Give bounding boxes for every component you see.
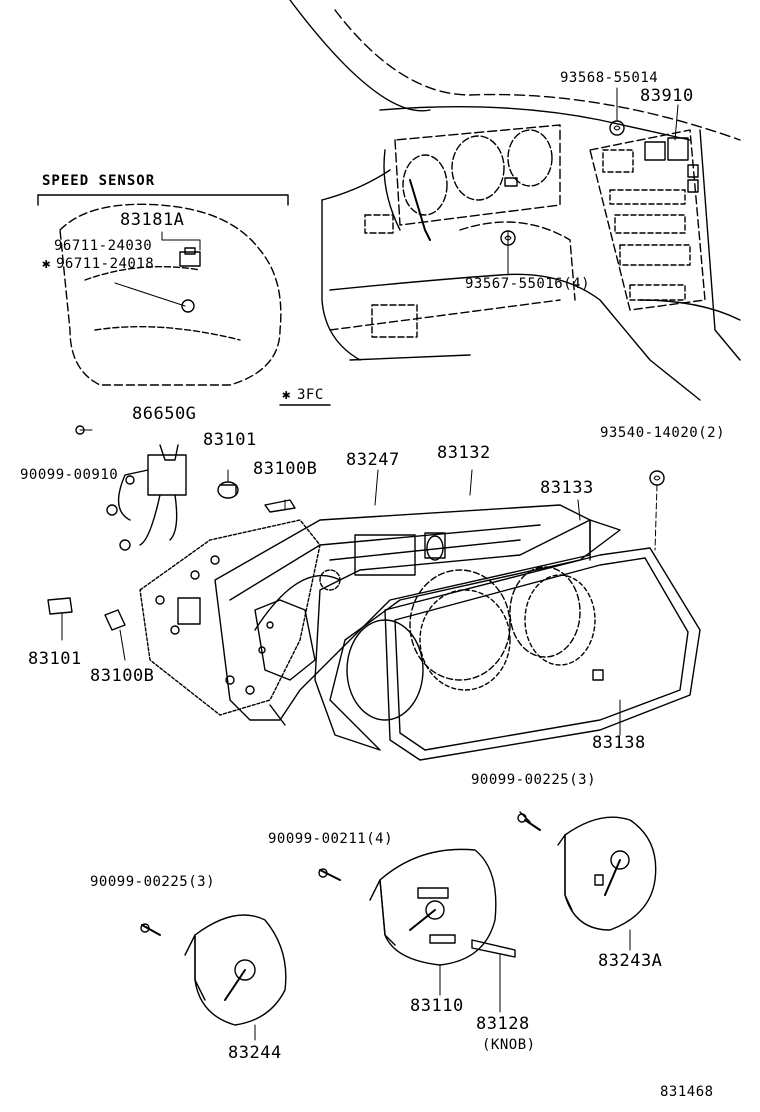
part-label-90099-00225-left: 90099-00225(3) (90, 874, 216, 890)
figure-id: 831468 (660, 1084, 714, 1100)
part-label-83244: 83244 (228, 1043, 282, 1063)
part-label-83101-top: 83101 (203, 430, 257, 450)
dashboard-illustration (289, 0, 741, 401)
part-label-86650g: 86650G (132, 404, 197, 424)
part-label-83181a: 83181A (120, 210, 185, 230)
knob-label: (KNOB) (482, 1037, 536, 1053)
small-parts (47, 425, 665, 661)
part-label-83910: 83910 (640, 86, 694, 106)
speed-sensor-box (37, 194, 331, 406)
part-label-90099-00910: 90099-00910 (20, 467, 119, 483)
part-label-83101-bottom: 83101 (28, 649, 82, 669)
speed-sensor-title: SPEED SENSOR (42, 173, 156, 189)
part-label-96711-24018: 96711-24018 (56, 256, 155, 272)
part-label-83128: 83128 (476, 1014, 530, 1034)
part-label-93567-55016: 93567-55016(4) (465, 276, 591, 292)
part-label-93568-55014: 93568-55014 (560, 70, 659, 86)
gauges (140, 811, 657, 1041)
part-label-90099-00211: 90099-00211(4) (268, 831, 394, 847)
asterisk-marker: ✱ (282, 387, 291, 403)
part-label-83110: 83110 (410, 996, 464, 1016)
part-label-96711-24030: 96711-24030 (54, 238, 153, 254)
part-label-83247: 83247 (346, 450, 400, 470)
part-label-83138: 83138 (592, 733, 646, 753)
part-label-83243a: 83243A (598, 951, 663, 971)
part-label-83132: 83132 (437, 443, 491, 463)
part-label-83100b-bottom: 83100B (90, 666, 155, 686)
part-label-83133: 83133 (540, 478, 594, 498)
part-label-83100b-top: 83100B (253, 459, 318, 479)
asterisk-marker: ✱ (42, 256, 51, 272)
footnote-3fc: 3FC (297, 387, 324, 403)
part-label-93540-14020: 93540-14020(2) (600, 425, 726, 441)
part-label-90099-00225-right: 90099-00225(3) (471, 772, 597, 788)
cluster-illustration (139, 469, 701, 761)
